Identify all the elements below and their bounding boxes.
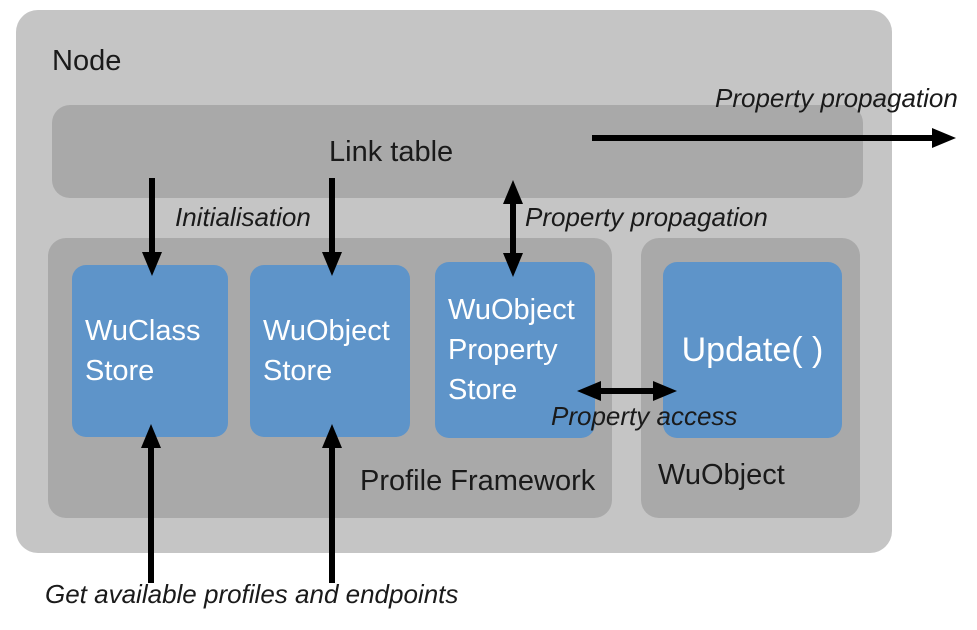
wuobject-property-store-label: WuObject Property Store <box>448 294 575 406</box>
wuclass-store-label: WuClass Store <box>85 315 201 387</box>
profile-framework-label: Profile Framework <box>360 465 596 497</box>
update-label: Update( ) <box>681 331 824 369</box>
wuobject-property-store-box: WuObject Property Store <box>435 262 595 438</box>
link-table-bar <box>52 105 863 198</box>
wuobject-store-label: WuObject Store <box>263 315 390 387</box>
property-access-label: Property access <box>551 401 738 431</box>
link-table-label: Link table <box>329 136 454 168</box>
property-propagation-top-label: Property propagation <box>715 83 958 113</box>
wuclass-store-box: WuClass Store <box>72 265 228 437</box>
get-available-profiles-label: Get available profiles and endpoints <box>45 579 459 609</box>
update-box: Update( ) <box>663 262 842 438</box>
property-propagation-mid-label: Property propagation <box>525 202 768 232</box>
initialisation-label: Initialisation <box>175 202 311 232</box>
wuobject-store-box: WuObject Store <box>250 265 410 437</box>
node-label: Node <box>52 45 122 77</box>
wuobject-label: WuObject <box>658 459 785 491</box>
